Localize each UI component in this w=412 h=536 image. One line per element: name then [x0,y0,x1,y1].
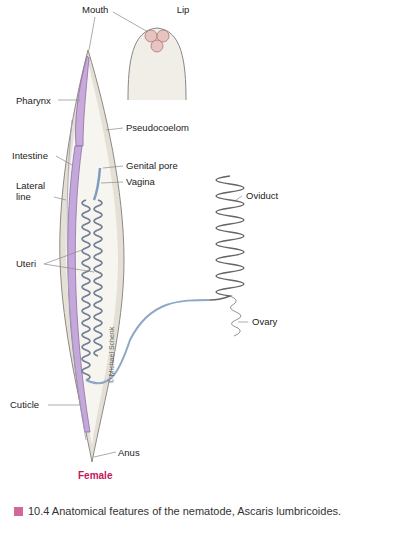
lips [145,30,169,52]
uterus [82,200,90,380]
pharynx [75,56,89,146]
lateral-line [67,120,86,440]
part-label: Anus [118,447,140,458]
part-label: Oviduct [246,190,278,201]
copyright-note: © Michael Schenk [108,327,116,384]
caption-marker [14,507,23,516]
part-label: Mouth [82,4,108,15]
head-inset [128,28,186,100]
part-label: Lateral line [16,180,54,202]
vagina [94,168,100,200]
part-label: Cuticle [10,399,39,410]
leader-lines [44,12,248,457]
ovary [230,296,241,336]
worm-body [60,50,124,462]
part-label: Ovary [252,316,277,327]
part-label: Pharynx [16,95,51,106]
duct [86,300,210,383]
uterus [94,200,102,356]
oviduct [210,176,244,300]
pseudocoelom [66,62,118,445]
intestine [68,146,90,432]
part-label: Uteri [16,258,36,269]
part-label: Intestine [12,150,48,161]
part-label: Vagina [126,176,155,187]
part-label: Genital pore [126,160,178,171]
figure-caption: 10.4 Anatomical features of the nematode… [28,505,400,518]
sex-label: Female [78,470,112,481]
part-label: Lip [177,4,190,15]
part-label: Pseudocoelom [126,122,189,133]
